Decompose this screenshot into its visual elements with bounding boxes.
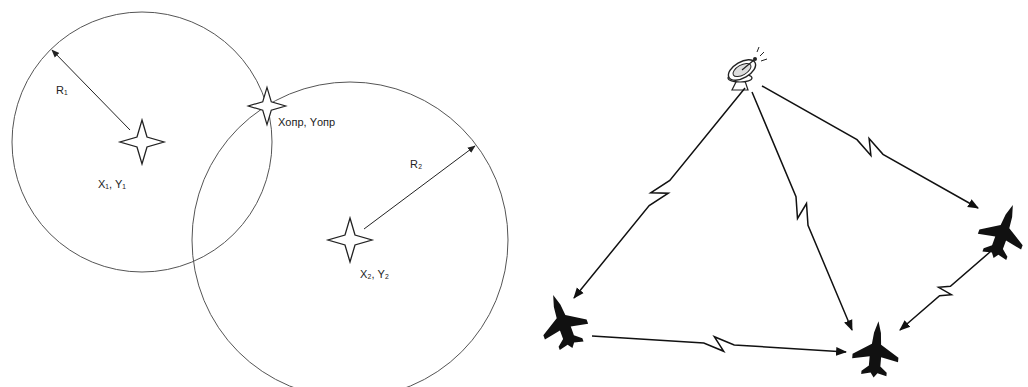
radius-arrow [52,50,130,130]
dish-feed [742,60,754,70]
radius-arrow [364,146,475,229]
dish-antenna [725,47,767,90]
dish-reflector [731,61,753,80]
aircraft-silhouette [972,197,1028,266]
signal-mark [757,47,767,61]
range-circle [192,82,508,387]
radio-link [592,336,846,352]
radius-label: R₁ [56,84,68,97]
coordinate-label: X₂, Y₂ [360,268,389,281]
range-circle [12,12,272,272]
star-marker [120,120,164,164]
star-marker [328,218,372,262]
radio-link [900,252,990,330]
radio-link [574,88,745,298]
aircraft-silhouette [532,287,594,356]
aircraft-silhouette [851,319,902,379]
dish-reflector [725,56,759,85]
coordinate-label: X₁, Y₁ [98,178,126,191]
radio-link [762,86,978,208]
coordinate-label: Xопр, Yопр [278,116,335,129]
dish-feed [753,57,757,61]
radius-label: R₂ [410,158,422,171]
